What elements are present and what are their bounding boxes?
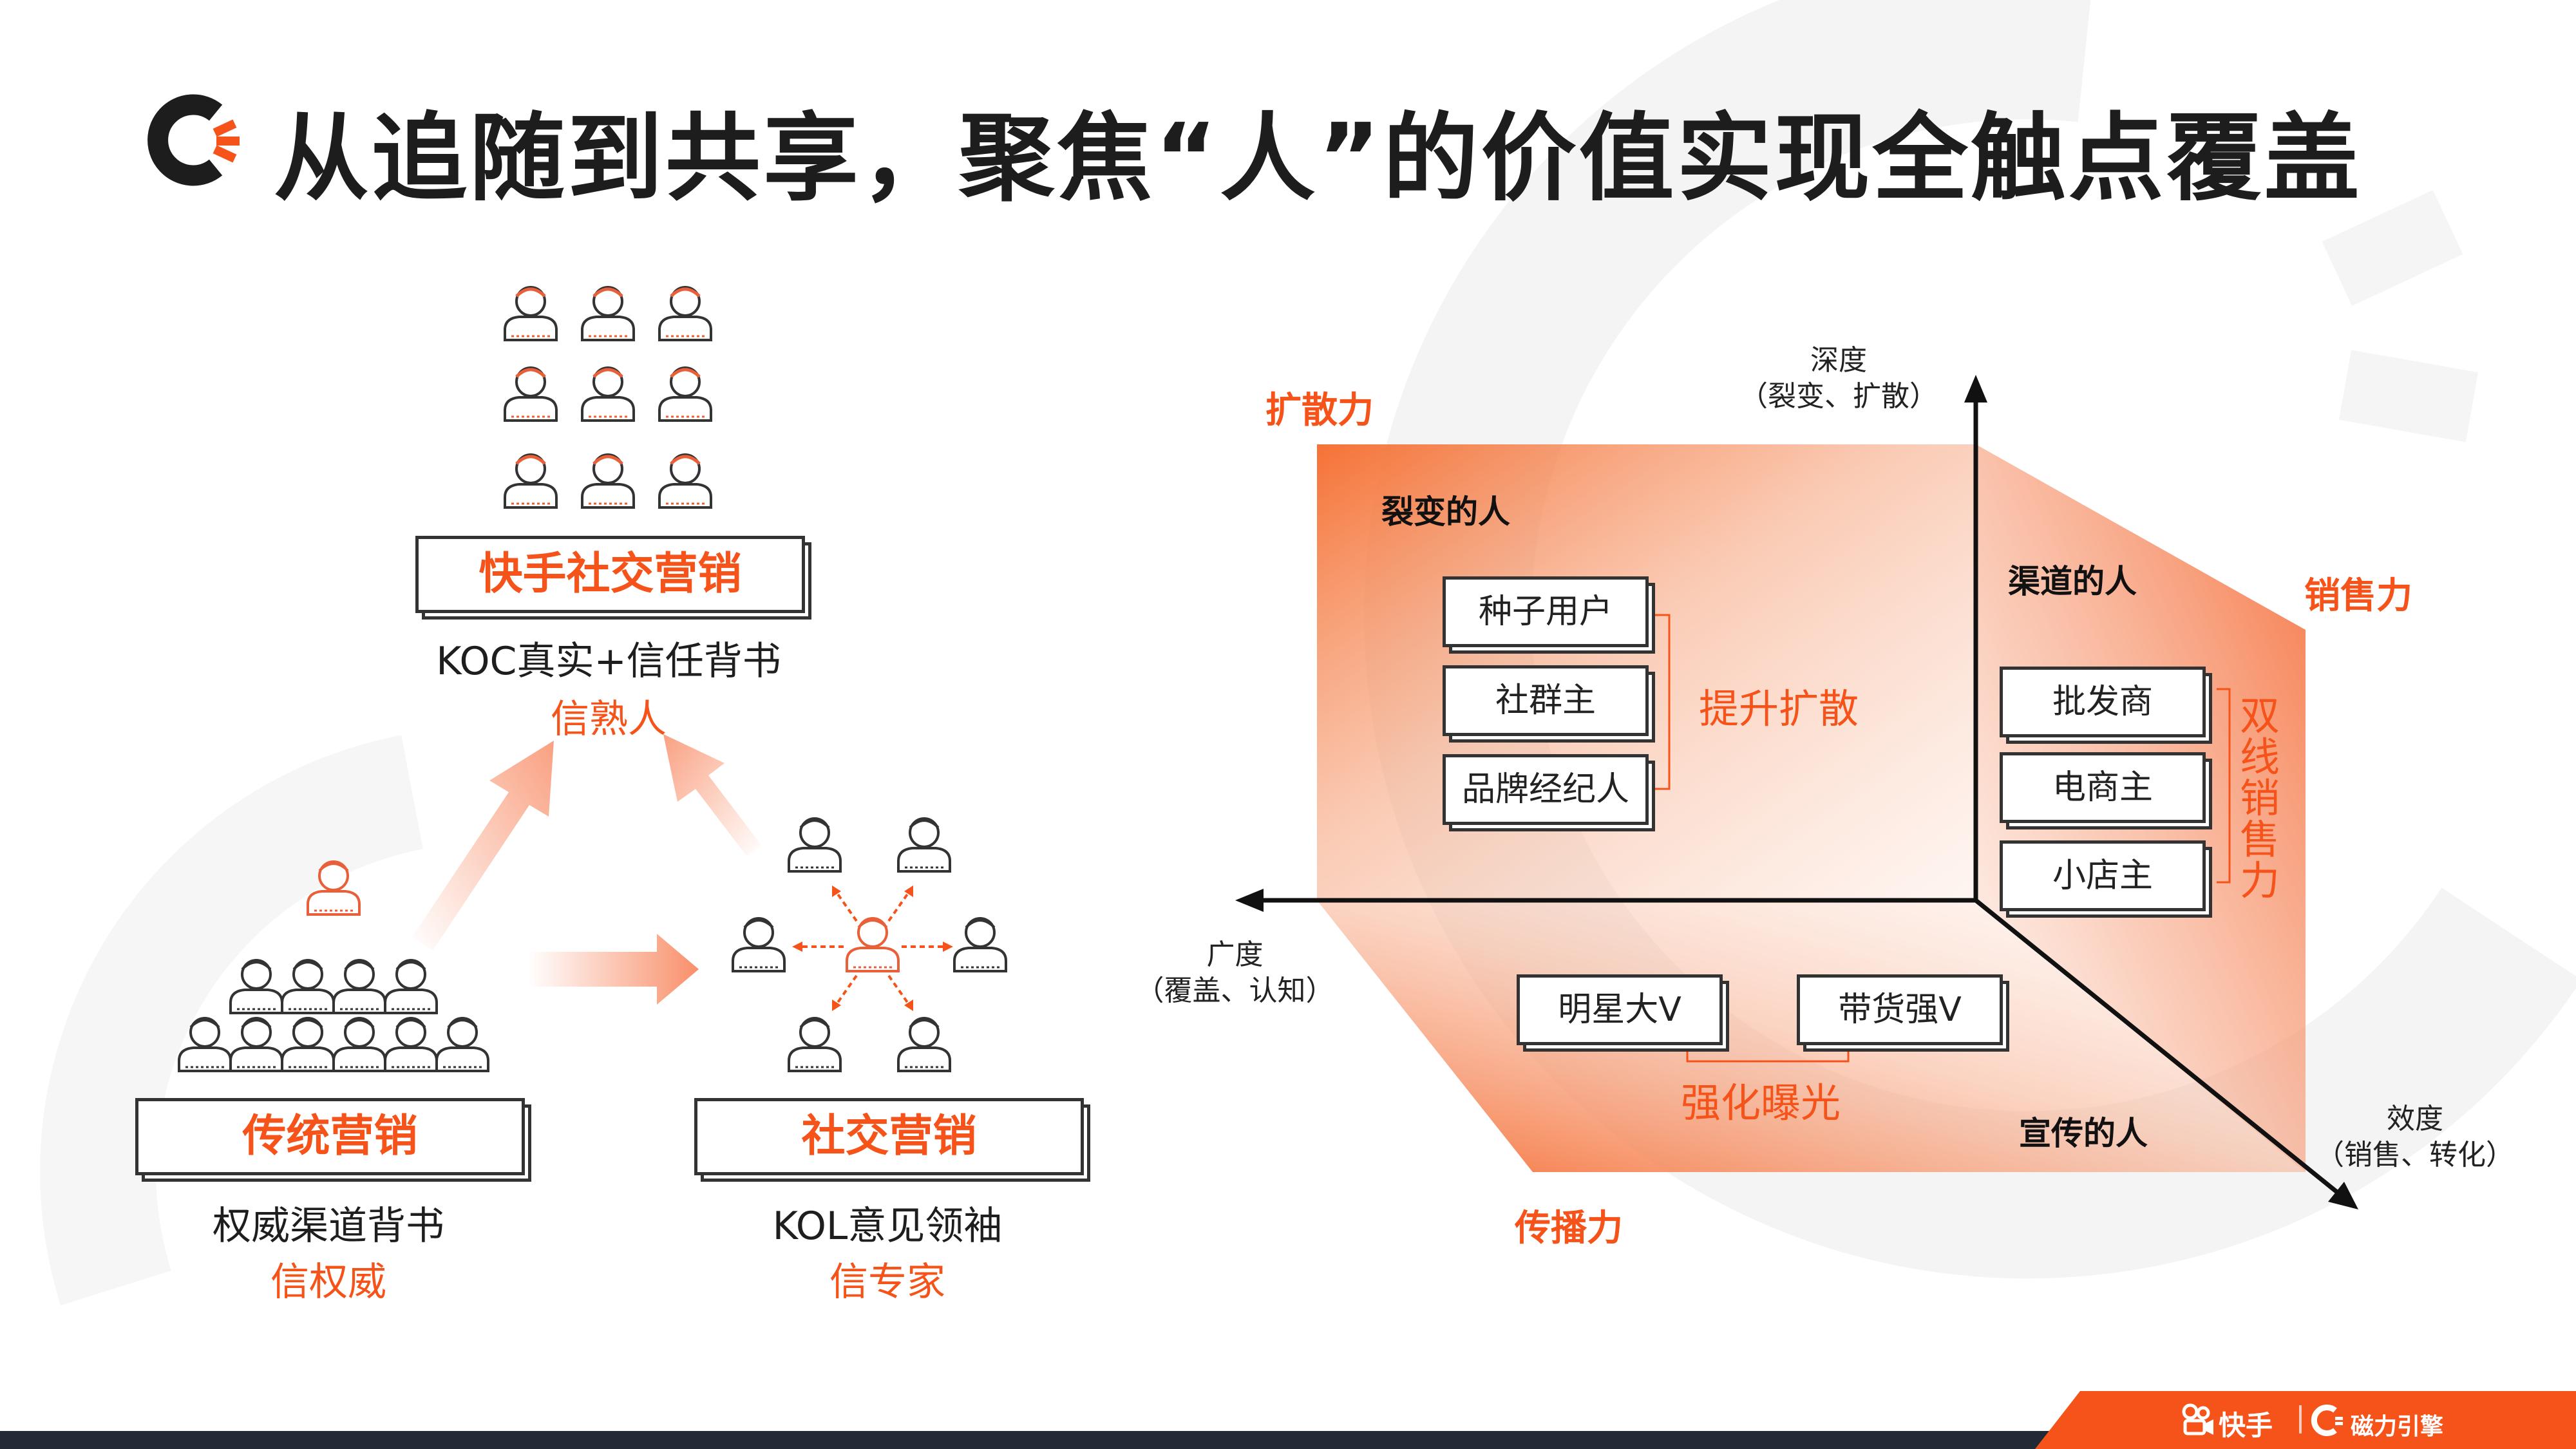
arrow-up-right bbox=[663, 734, 761, 857]
depth-axis-subtitle: （裂变、扩散） bbox=[1739, 380, 1938, 413]
trust-expert-caption: 信专家 bbox=[829, 1260, 945, 1305]
kol-caption: KOL意见领袖 bbox=[772, 1204, 1003, 1249]
kuaishou-social-marketing-box: 快手社交营销 bbox=[415, 536, 805, 613]
seed-user-box: 种子用户 bbox=[1443, 576, 1649, 647]
effect-axis-title: 效度 bbox=[2387, 1103, 2443, 1135]
enhance-exposure-label: 强化曝光 bbox=[1681, 1079, 1841, 1126]
promo-people-label: 宣传的人 bbox=[2019, 1115, 2148, 1152]
magnetic-engine-logo-icon bbox=[2311, 1405, 2343, 1436]
koc-caption: KOC真实+信任背书 bbox=[436, 639, 781, 684]
community-owner-box: 社群主 bbox=[1443, 665, 1649, 736]
spread-power-label: 传播力 bbox=[1515, 1208, 1623, 1249]
trust-acquaintance-caption: 信熟人 bbox=[551, 697, 667, 742]
ecommerce-owner-box: 电商主 bbox=[2000, 752, 2206, 823]
effect-axis-label: 效度 （销售、转化） bbox=[2306, 1101, 2524, 1173]
brand-agent-label: 品牌经纪人 bbox=[1461, 770, 1629, 809]
celebrity-box: 明星大V bbox=[1517, 974, 1723, 1045]
diffusion-power-label: 扩散力 bbox=[1265, 390, 1374, 431]
depth-axis-label: 深度 （裂变、扩散） bbox=[1732, 343, 1945, 415]
breadth-axis-title: 广度 bbox=[1206, 938, 1264, 971]
depth-axis-title: 深度 bbox=[1810, 344, 1867, 377]
authority-caption: 权威渠道背书 bbox=[213, 1204, 444, 1249]
brand-logo-icon bbox=[147, 94, 240, 186]
celebrity-label: 明星大V bbox=[1558, 990, 1681, 1029]
shop-owner-label: 小店主 bbox=[2052, 857, 2153, 895]
channel-people-label: 渠道的人 bbox=[2008, 563, 2137, 600]
footer-brand-engine: 磁力引擎 bbox=[2351, 1414, 2444, 1440]
brand-agent-box: 品牌经纪人 bbox=[1443, 754, 1649, 825]
footer-brand-tab bbox=[2035, 1391, 2576, 1449]
social-marketing-label: 社交营销 bbox=[801, 1111, 977, 1162]
shop-owner-box: 小店主 bbox=[2000, 840, 2206, 911]
fission-people-label: 裂变的人 bbox=[1381, 493, 1510, 531]
wholesaler-box: 批发商 bbox=[2000, 667, 2206, 737]
kuaishou-social-marketing-label: 快手社交营销 bbox=[478, 549, 742, 600]
dual-sales-label: 双线销售力 bbox=[2240, 692, 2280, 904]
social-marketing-box: 社交营销 bbox=[694, 1098, 1084, 1175]
page-title: 从追随到共享，聚焦“人”的价值实现全触点覆盖 bbox=[274, 103, 2362, 214]
boost-diffusion-label: 提升扩散 bbox=[1699, 685, 1859, 732]
wholesaler-label: 批发商 bbox=[2052, 683, 2153, 721]
footer-brand-kuaishou: 快手 bbox=[2219, 1410, 2273, 1441]
sales-influencer-box: 带货强V bbox=[1797, 974, 2003, 1045]
arrow-right bbox=[528, 934, 699, 1005]
sales-power-label: 销售力 bbox=[2304, 575, 2412, 617]
kol-hub bbox=[732, 817, 1007, 1072]
effect-axis-subtitle: （销售、转化） bbox=[2316, 1139, 2514, 1171]
footer-divider bbox=[2299, 1405, 2302, 1434]
breadth-axis-subtitle: （覆盖、认知） bbox=[1135, 974, 1334, 1007]
trust-authority-caption: 信权威 bbox=[270, 1260, 386, 1305]
traditional-marketing-label: 传统营销 bbox=[242, 1111, 418, 1162]
sales-influencer-label: 带货强V bbox=[1838, 990, 1962, 1029]
arrow-up-left bbox=[412, 741, 554, 951]
kuaishou-logo-icon bbox=[2182, 1403, 2213, 1435]
breadth-axis-label: 广度 （覆盖、认知） bbox=[1124, 937, 1346, 1009]
traditional-marketing-box: 传统营销 bbox=[135, 1098, 525, 1175]
seed-user-label: 种子用户 bbox=[1478, 592, 1613, 631]
ecommerce-owner-label: 电商主 bbox=[2052, 768, 2153, 807]
community-owner-label: 社群主 bbox=[1495, 681, 1596, 720]
